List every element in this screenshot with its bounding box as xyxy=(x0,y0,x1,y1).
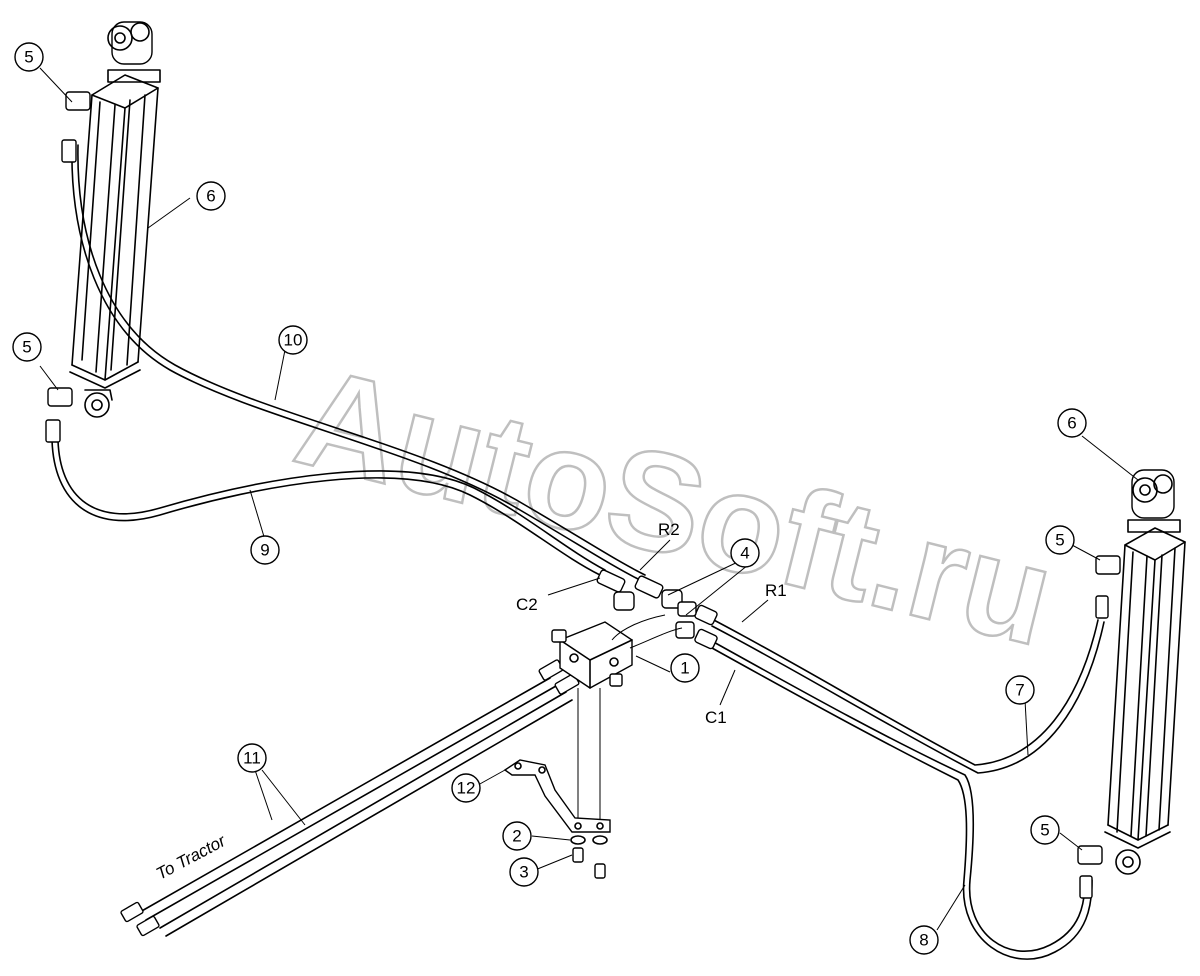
svg-text:6: 6 xyxy=(206,187,215,206)
svg-text:12: 12 xyxy=(457,779,476,798)
svg-text:8: 8 xyxy=(919,931,928,950)
callout-1: 1 xyxy=(670,653,700,683)
callout-4: 4 xyxy=(730,538,760,568)
svg-text:5: 5 xyxy=(22,338,31,357)
leader-lines xyxy=(39,67,1139,931)
callout-10: 10 xyxy=(278,325,308,355)
hoses xyxy=(51,144,1105,960)
callout-11: 11 xyxy=(237,743,267,773)
left-cylinder xyxy=(69,21,161,418)
callout-6-left: 6 xyxy=(196,181,226,211)
port-label-c1: C1 xyxy=(705,708,727,727)
svg-text:10: 10 xyxy=(284,331,303,350)
callout-2: 2 xyxy=(502,821,532,851)
svg-text:4: 4 xyxy=(740,544,749,563)
svg-text:5: 5 xyxy=(24,48,33,67)
svg-text:5: 5 xyxy=(1040,821,1049,840)
port-label-r1: R1 xyxy=(765,581,787,600)
callout-5-right-bottom: 5 xyxy=(1030,815,1060,845)
callout-3: 3 xyxy=(509,857,539,887)
callout-7: 7 xyxy=(1005,675,1035,705)
svg-text:9: 9 xyxy=(260,541,269,560)
to-tractor-note: To Tractor xyxy=(153,831,230,884)
callout-5-mid-left: 5 xyxy=(12,332,42,362)
svg-text:5: 5 xyxy=(1055,531,1064,550)
svg-text:6: 6 xyxy=(1067,414,1076,433)
callout-6-right: 6 xyxy=(1057,408,1087,438)
svg-text:2: 2 xyxy=(512,827,521,846)
callout-9: 9 xyxy=(250,535,280,565)
callout-8: 8 xyxy=(909,925,939,955)
watermark-text: AutoSoft.ru xyxy=(283,337,1068,676)
svg-text:1: 1 xyxy=(680,659,689,678)
right-cylinder xyxy=(1104,469,1186,875)
fittings xyxy=(45,91,1121,937)
callout-5-top-left: 5 xyxy=(14,42,44,72)
svg-text:11: 11 xyxy=(243,749,261,768)
valve-block xyxy=(551,614,683,689)
callout-12: 12 xyxy=(451,773,481,803)
port-label-r2: R2 xyxy=(658,520,680,539)
port-label-c2: C2 xyxy=(516,595,538,614)
callout-5-right-top: 5 xyxy=(1045,525,1075,555)
mounting-bracket xyxy=(503,688,611,879)
svg-text:3: 3 xyxy=(519,863,528,882)
watermark: AutoSoft.ru xyxy=(281,336,1068,677)
svg-text:7: 7 xyxy=(1015,681,1024,700)
